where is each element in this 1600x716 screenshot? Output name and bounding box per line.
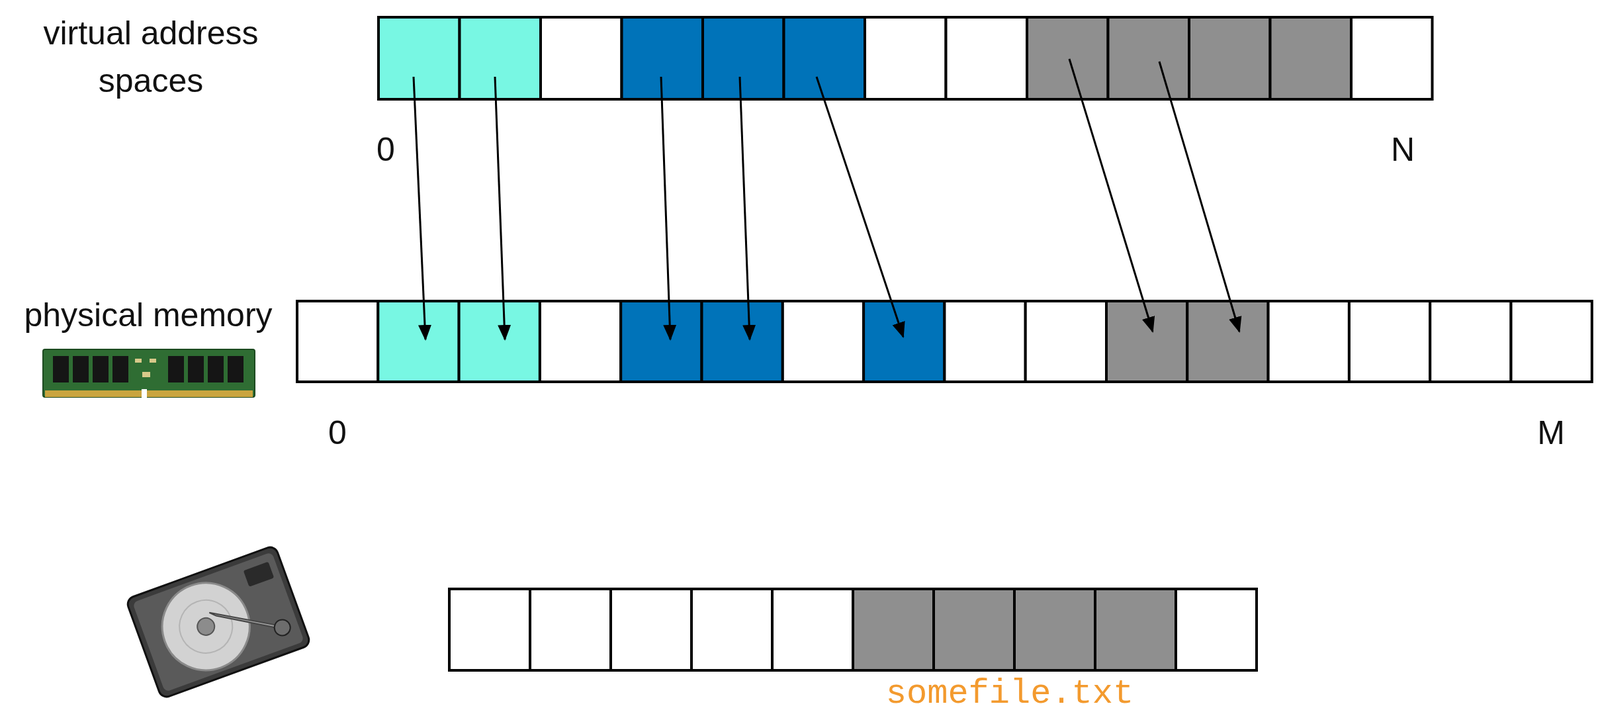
frame-cell: [782, 301, 864, 382]
ram-chip: [207, 355, 224, 383]
row-label: virtual address spaces: [8, 9, 294, 105]
address-number: M: [1529, 412, 1573, 453]
page-cell: [784, 17, 866, 100]
frame-cell: [1511, 301, 1593, 382]
block-cell: [933, 588, 1015, 671]
ram-chip: [168, 355, 184, 383]
disk-row: [449, 588, 1257, 671]
frame-cell: [297, 301, 378, 382]
frame-cell: [1349, 301, 1430, 382]
mapping-arrow: [661, 76, 671, 340]
mapping-arrows: [413, 58, 1240, 340]
frame-cell: [944, 301, 1025, 382]
disk-track: [172, 592, 241, 662]
block-cell: [691, 588, 773, 671]
ram-components: [134, 358, 157, 378]
mapping-arrow: [1069, 58, 1153, 332]
page-cell: [459, 17, 542, 100]
frame-cell: [863, 301, 945, 382]
frame-cell: [702, 301, 783, 382]
mapping-arrow: [413, 76, 426, 340]
block-cell: [1175, 588, 1257, 671]
frame-cell: [459, 301, 540, 382]
disk-spindle: [195, 615, 218, 638]
mapping-arrow: [494, 76, 505, 340]
disk-platter: [150, 570, 263, 683]
ram-notch: [141, 389, 147, 399]
physical-row: [297, 301, 1593, 382]
ram-module-icon: [43, 349, 255, 399]
ram-part: [134, 358, 142, 363]
page-cell: [1270, 17, 1352, 100]
disk-magnet: [243, 561, 274, 587]
mapping-arrow: [1159, 61, 1240, 332]
mapping-arrow: [816, 76, 904, 337]
disk-body: [125, 545, 312, 699]
ram-chip: [72, 355, 89, 383]
page-cell: [702, 17, 785, 100]
disk-frame: [132, 551, 305, 693]
ram-board: [43, 349, 255, 398]
page-cell: [1189, 17, 1271, 100]
ram-part: [142, 371, 151, 378]
ram-chip: [112, 355, 129, 383]
address-number: 0: [318, 412, 356, 453]
mapping-arrow: [739, 76, 750, 340]
block-cell: [449, 588, 531, 671]
ram-chip: [52, 355, 69, 383]
frame-cell: [1025, 301, 1107, 382]
block-cell: [852, 588, 934, 671]
ram-part: [149, 358, 157, 363]
block-cell: [610, 588, 692, 671]
frame-cell: [1429, 301, 1511, 382]
block-cell: [772, 588, 853, 671]
ram-contacts: [44, 390, 253, 398]
block-cell: [1095, 588, 1176, 671]
page-cell: [540, 17, 623, 100]
page-cell: [864, 17, 947, 100]
ram-chip: [92, 355, 109, 383]
page-cell: [946, 17, 1028, 100]
frame-cell: [620, 301, 702, 382]
disk-arm: [209, 589, 288, 654]
row-label: physical memory: [2, 293, 294, 337]
page-cell: [1351, 17, 1433, 100]
block-cell: [1014, 588, 1096, 671]
frame-cell: [1187, 301, 1268, 382]
ram-chip: [227, 355, 244, 383]
address-number: N: [1382, 129, 1423, 170]
ram-chips: [52, 355, 244, 383]
hard-disk-icon: [125, 545, 312, 699]
page-cell: [1026, 17, 1109, 100]
block-cell: [530, 588, 611, 671]
frame-cell: [377, 301, 459, 382]
frame-cell: [1268, 301, 1350, 382]
page-cell: [1108, 17, 1190, 100]
disk-pivot: [271, 617, 293, 638]
page-cell: [378, 17, 460, 100]
ram-chip: [187, 355, 204, 383]
file-name: somefile.txt: [857, 676, 1162, 712]
address-number: 0: [367, 129, 405, 170]
frame-cell: [539, 301, 621, 382]
virtual-row: [378, 17, 1433, 100]
